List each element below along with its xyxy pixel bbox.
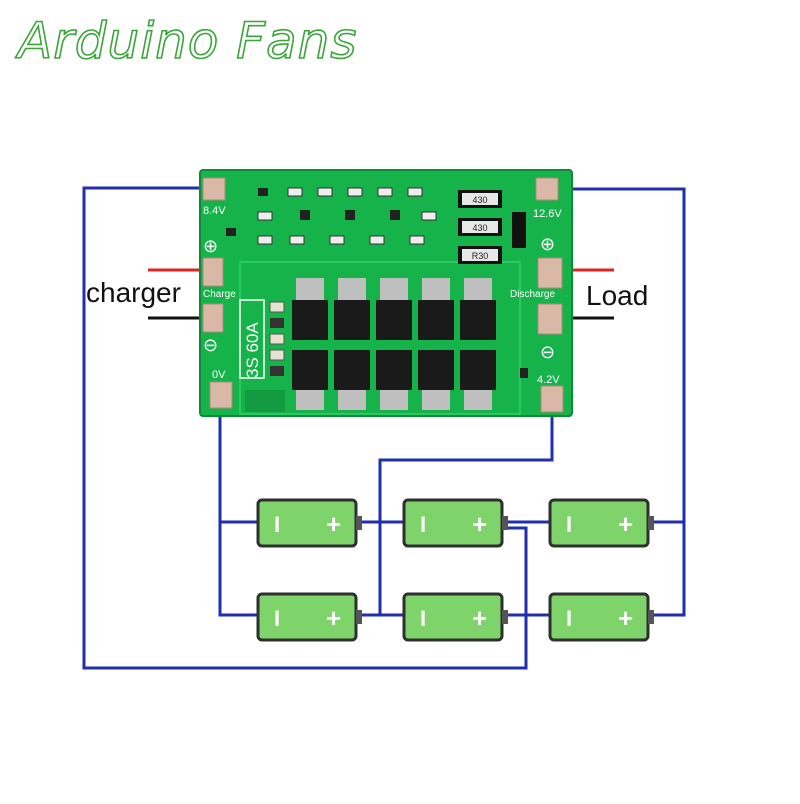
- model-marking: 3S 60A: [239, 299, 265, 379]
- battery-negative-mark: I: [420, 606, 426, 631]
- pcb-via-field: [245, 390, 285, 412]
- label-0v: 0V: [212, 369, 226, 381]
- battery-terminal-cap: [356, 610, 362, 624]
- small-caps-column: [269, 301, 528, 378]
- charge-plus-icon: ⊕: [203, 236, 218, 256]
- wire-12v6-loop: [548, 187, 686, 524]
- battery-positive-mark: +: [326, 509, 341, 539]
- wire-left-col: [218, 522, 258, 617]
- brand-logo: Arduino Fans: [17, 11, 358, 71]
- shunt-code-3: R30: [472, 251, 489, 261]
- battery-positive-mark: +: [618, 603, 633, 633]
- battery-cell-4: I+: [256, 592, 362, 642]
- battery-body: [402, 592, 504, 642]
- pad-4v2: [540, 385, 564, 413]
- battery-terminal-cap: [502, 610, 508, 624]
- wire-right-bottom: [648, 522, 686, 617]
- shunt-code-1: 430: [472, 195, 487, 205]
- control-ic: [512, 212, 526, 248]
- battery-body: [548, 498, 650, 548]
- pad-charge-minus: [202, 303, 224, 333]
- battery-body: [256, 498, 358, 548]
- pad-0v: [209, 381, 233, 409]
- shunt-resistor-2: [458, 218, 502, 236]
- bms-board: 430 430 R30: [199, 169, 573, 417]
- smd-resistor-array: [226, 187, 437, 245]
- battery-pack: I+I+I+I+I+I+: [256, 498, 654, 642]
- pad-charge-plus: [202, 257, 224, 287]
- battery-body: [256, 592, 358, 642]
- battery-terminal-cap: [648, 516, 654, 530]
- wire-b-plus-loop: [82, 186, 528, 670]
- label-charge: Charge: [203, 289, 236, 300]
- label-4v2: 4.2V: [537, 374, 560, 386]
- battery-body: [402, 498, 504, 548]
- pad-12v6: [535, 177, 559, 201]
- battery-positive-mark: +: [472, 603, 487, 633]
- battery-positive-mark: +: [472, 509, 487, 539]
- label-8v4: 8.4V: [203, 205, 226, 217]
- pad-discharge-plus: [537, 257, 563, 289]
- battery-terminal-cap: [502, 516, 508, 530]
- discharge-plus-icon: ⊕: [540, 234, 555, 254]
- pad-8v4: [202, 177, 226, 201]
- battery-terminal-cap: [356, 516, 362, 530]
- battery-negative-mark: I: [566, 512, 572, 537]
- pad-discharge-minus: [537, 303, 563, 335]
- wire-4v2-mid: [378, 410, 554, 522]
- battery-terminal-cap: [648, 610, 654, 624]
- battery-negative-mark: I: [566, 606, 572, 631]
- battery-positive-mark: +: [618, 509, 633, 539]
- load-label: Load: [586, 280, 648, 311]
- shunt-resistor-3: [458, 246, 502, 264]
- label-discharge: Discharge: [510, 289, 555, 300]
- battery-cell-3: I+: [548, 498, 654, 548]
- battery-cell-2: I+: [402, 498, 508, 548]
- battery-cell-5: I+: [402, 592, 508, 642]
- wire-group: [82, 186, 686, 670]
- charger-label: charger: [86, 277, 181, 308]
- shunt-resistor-1: [458, 190, 502, 208]
- battery-body: [548, 592, 650, 642]
- charge-minus-icon: ⊖: [203, 335, 218, 355]
- mosfet-row-bottom: [292, 350, 496, 410]
- discharge-minus-icon: ⊖: [540, 342, 555, 362]
- battery-cell-6: I+: [548, 592, 654, 642]
- battery-positive-mark: +: [326, 603, 341, 633]
- battery-cell-1: I+: [256, 498, 362, 548]
- battery-negative-mark: I: [274, 512, 280, 537]
- battery-negative-mark: I: [274, 606, 280, 631]
- battery-negative-mark: I: [420, 512, 426, 537]
- shunt-code-2: 430: [472, 223, 487, 233]
- mosfet-row-top: [292, 278, 496, 340]
- model-marking-text: 3S 60A: [243, 322, 262, 378]
- label-12v6: 12.6V: [533, 208, 562, 220]
